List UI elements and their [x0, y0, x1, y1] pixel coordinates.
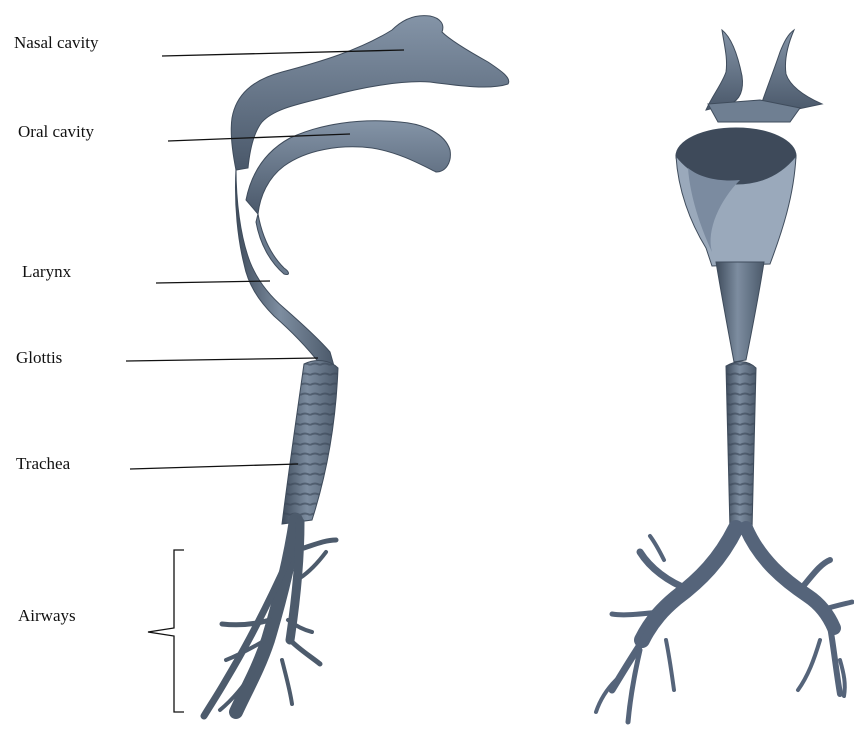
frontal-airway-model — [596, 30, 852, 722]
label-larynx: Larynx — [22, 262, 72, 281]
frontal-nasal-left — [706, 30, 743, 110]
lateral-bronchi — [204, 520, 336, 716]
leader-trachea — [130, 464, 298, 469]
label-oral-cavity: Oral cavity — [18, 122, 94, 141]
leader-glottis — [126, 358, 318, 361]
airways-bracket — [148, 550, 184, 712]
frontal-bronchi — [596, 528, 852, 722]
label-trachea: Trachea — [16, 454, 71, 473]
epiglottis-shape — [256, 214, 289, 275]
frontal-larynx — [716, 262, 764, 362]
label-airways: Airways — [18, 606, 76, 625]
label-nasal-cavity: Nasal cavity — [14, 33, 99, 52]
lateral-airway-model — [204, 16, 509, 716]
oral-cavity-shape — [246, 121, 450, 214]
frontal-trachea-rings — [726, 362, 756, 530]
frontal-nasal-right — [760, 30, 822, 112]
trachea-rings — [282, 361, 338, 524]
label-glottis: Glottis — [16, 348, 62, 367]
